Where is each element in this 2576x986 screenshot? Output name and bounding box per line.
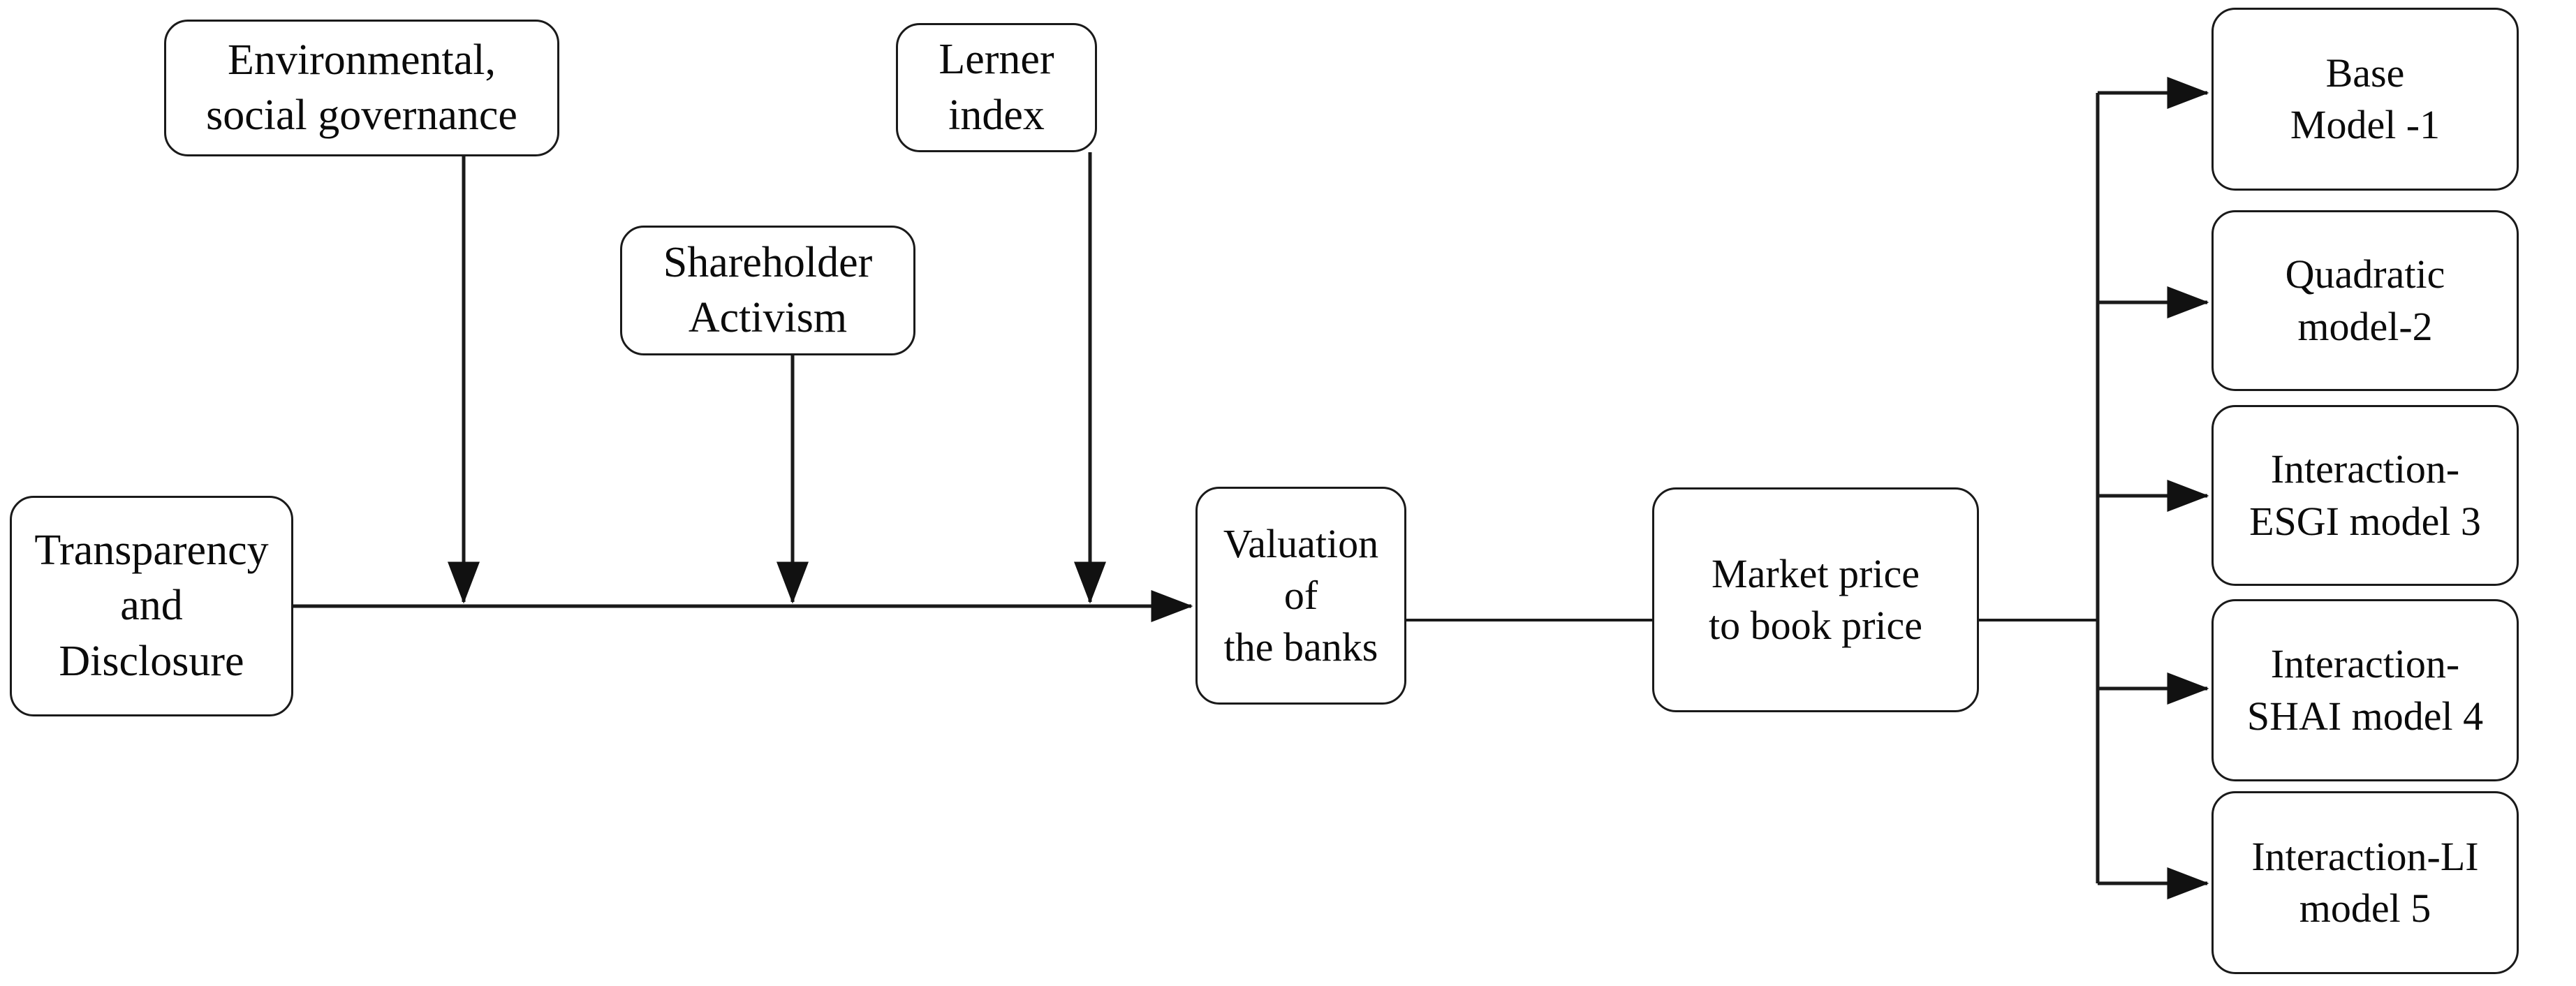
node-environmental-social-governance[interactable]: Environmental, social governance [164,20,559,156]
node-label-valuation: Valuation of the banks [1223,520,1379,670]
node-transparency-and-disclosure[interactable]: Transparency and Disclosure [10,496,293,716]
node-label-model4: Interaction- SHAI model 4 [2246,641,2484,739]
node-label-model5: Interaction-LI model 5 [2251,833,2479,931]
node-interaction-esgi-model-3[interactable]: Interaction- ESGI model 3 [2211,405,2519,586]
node-label-esg: Environmental, social governance [206,36,517,139]
node-label-model3: Interaction- ESGI model 3 [2249,446,2481,544]
node-label-lerner: Lerner index [939,36,1054,139]
node-label-model1: Base Model -1 [2290,50,2441,147]
node-lerner-index[interactable]: Lerner index [896,23,1097,152]
node-label-shareholder: Shareholder Activism [663,238,873,341]
node-interaction-shai-model-4[interactable]: Interaction- SHAI model 4 [2211,599,2519,781]
node-label-model2: Quadratic model-2 [2285,251,2445,349]
node-shareholder-activism[interactable]: Shareholder Activism [620,226,915,355]
node-base-model-1[interactable]: Base Model -1 [2211,8,2519,191]
node-valuation-of-the-banks[interactable]: Valuation of the banks [1195,487,1406,705]
node-interaction-li-model-5[interactable]: Interaction-LI model 5 [2211,791,2519,974]
node-label-market-price: Market price to book price [1708,550,1923,648]
node-quadratic-model-2[interactable]: Quadratic model-2 [2211,210,2519,391]
node-label-transparency: Transparency and Disclosure [34,526,269,685]
node-market-price-to-book-price[interactable]: Market price to book price [1652,487,1979,712]
